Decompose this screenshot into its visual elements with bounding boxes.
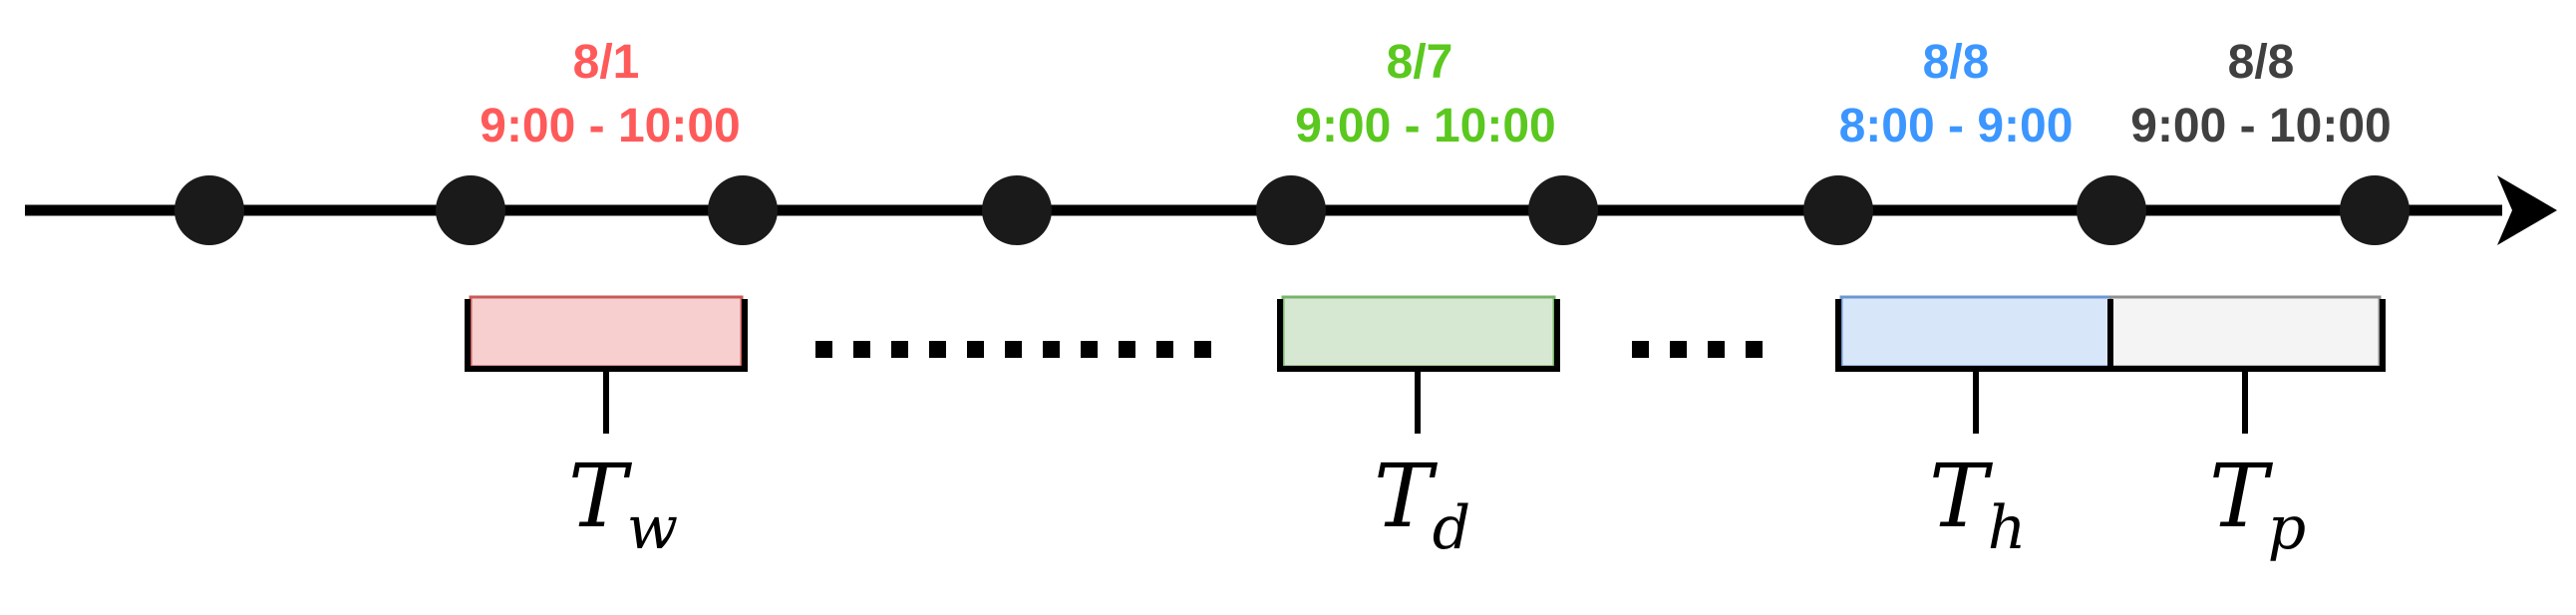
week-time: 9:00 - 10:00: [480, 100, 741, 153]
arrow-right-icon: [2497, 175, 2557, 245]
present-time: 9:00 - 10:00: [2130, 100, 2392, 153]
day-symbol-main: T: [1374, 445, 1439, 547]
tick-dot: [982, 175, 1052, 245]
tick-dot: [2340, 175, 2410, 245]
present-symbol-main: T: [2209, 445, 2274, 547]
hour-symbol-main: T: [1929, 445, 1994, 547]
week-period-box: [465, 295, 748, 434]
tick-dot: [2077, 175, 2146, 245]
tick-dot: [1803, 175, 1873, 245]
week-symbol-main: T: [568, 445, 633, 547]
tick-dot: [708, 175, 778, 245]
tick-dots: [174, 175, 2410, 245]
day-time-label: 8/7 9:00 - 10:00: [1295, 36, 1556, 153]
tick-dot: [174, 175, 244, 245]
week-symbol: Tw: [568, 445, 678, 563]
day-box-fill: [1281, 295, 1556, 369]
hour-time-label: 8/8 8:00 - 9:00: [1839, 36, 2074, 153]
day-period-box: [1277, 295, 1560, 434]
hour-period-box: [1835, 295, 2113, 434]
day-time: 9:00 - 10:00: [1295, 100, 1556, 153]
tick-dot: [436, 175, 505, 245]
present-time-label: 8/8 9:00 - 10:00: [2130, 36, 2392, 153]
week-date: 8/1: [573, 36, 640, 89]
hour-date: 8/8: [1923, 36, 1990, 89]
present-box-fill: [2108, 295, 2382, 369]
day-date: 8/7: [1387, 36, 1453, 89]
week-time-label: 8/1 9:00 - 10:00: [480, 36, 741, 153]
hour-symbol: Th: [1929, 445, 2026, 563]
tick-dot: [1528, 175, 1598, 245]
long-gap-dots: [815, 341, 1211, 358]
day-symbol-subscript: d: [1433, 493, 1470, 563]
present-symbol-subscript: p: [2268, 493, 2306, 563]
week-box-fill: [469, 295, 744, 369]
tick-dot: [1256, 175, 1326, 245]
present-symbol: Tp: [2209, 445, 2306, 563]
present-period-box: [2107, 295, 2386, 434]
week-symbol-subscript: w: [627, 493, 678, 563]
hour-time: 8:00 - 9:00: [1839, 100, 2074, 153]
hour-box-fill: [1839, 295, 2112, 369]
hour-symbol-subscript: h: [1988, 493, 2027, 563]
day-symbol: Td: [1374, 445, 1470, 563]
present-date: 8/8: [2228, 36, 2295, 89]
short-gap-dots: [1632, 341, 1763, 358]
